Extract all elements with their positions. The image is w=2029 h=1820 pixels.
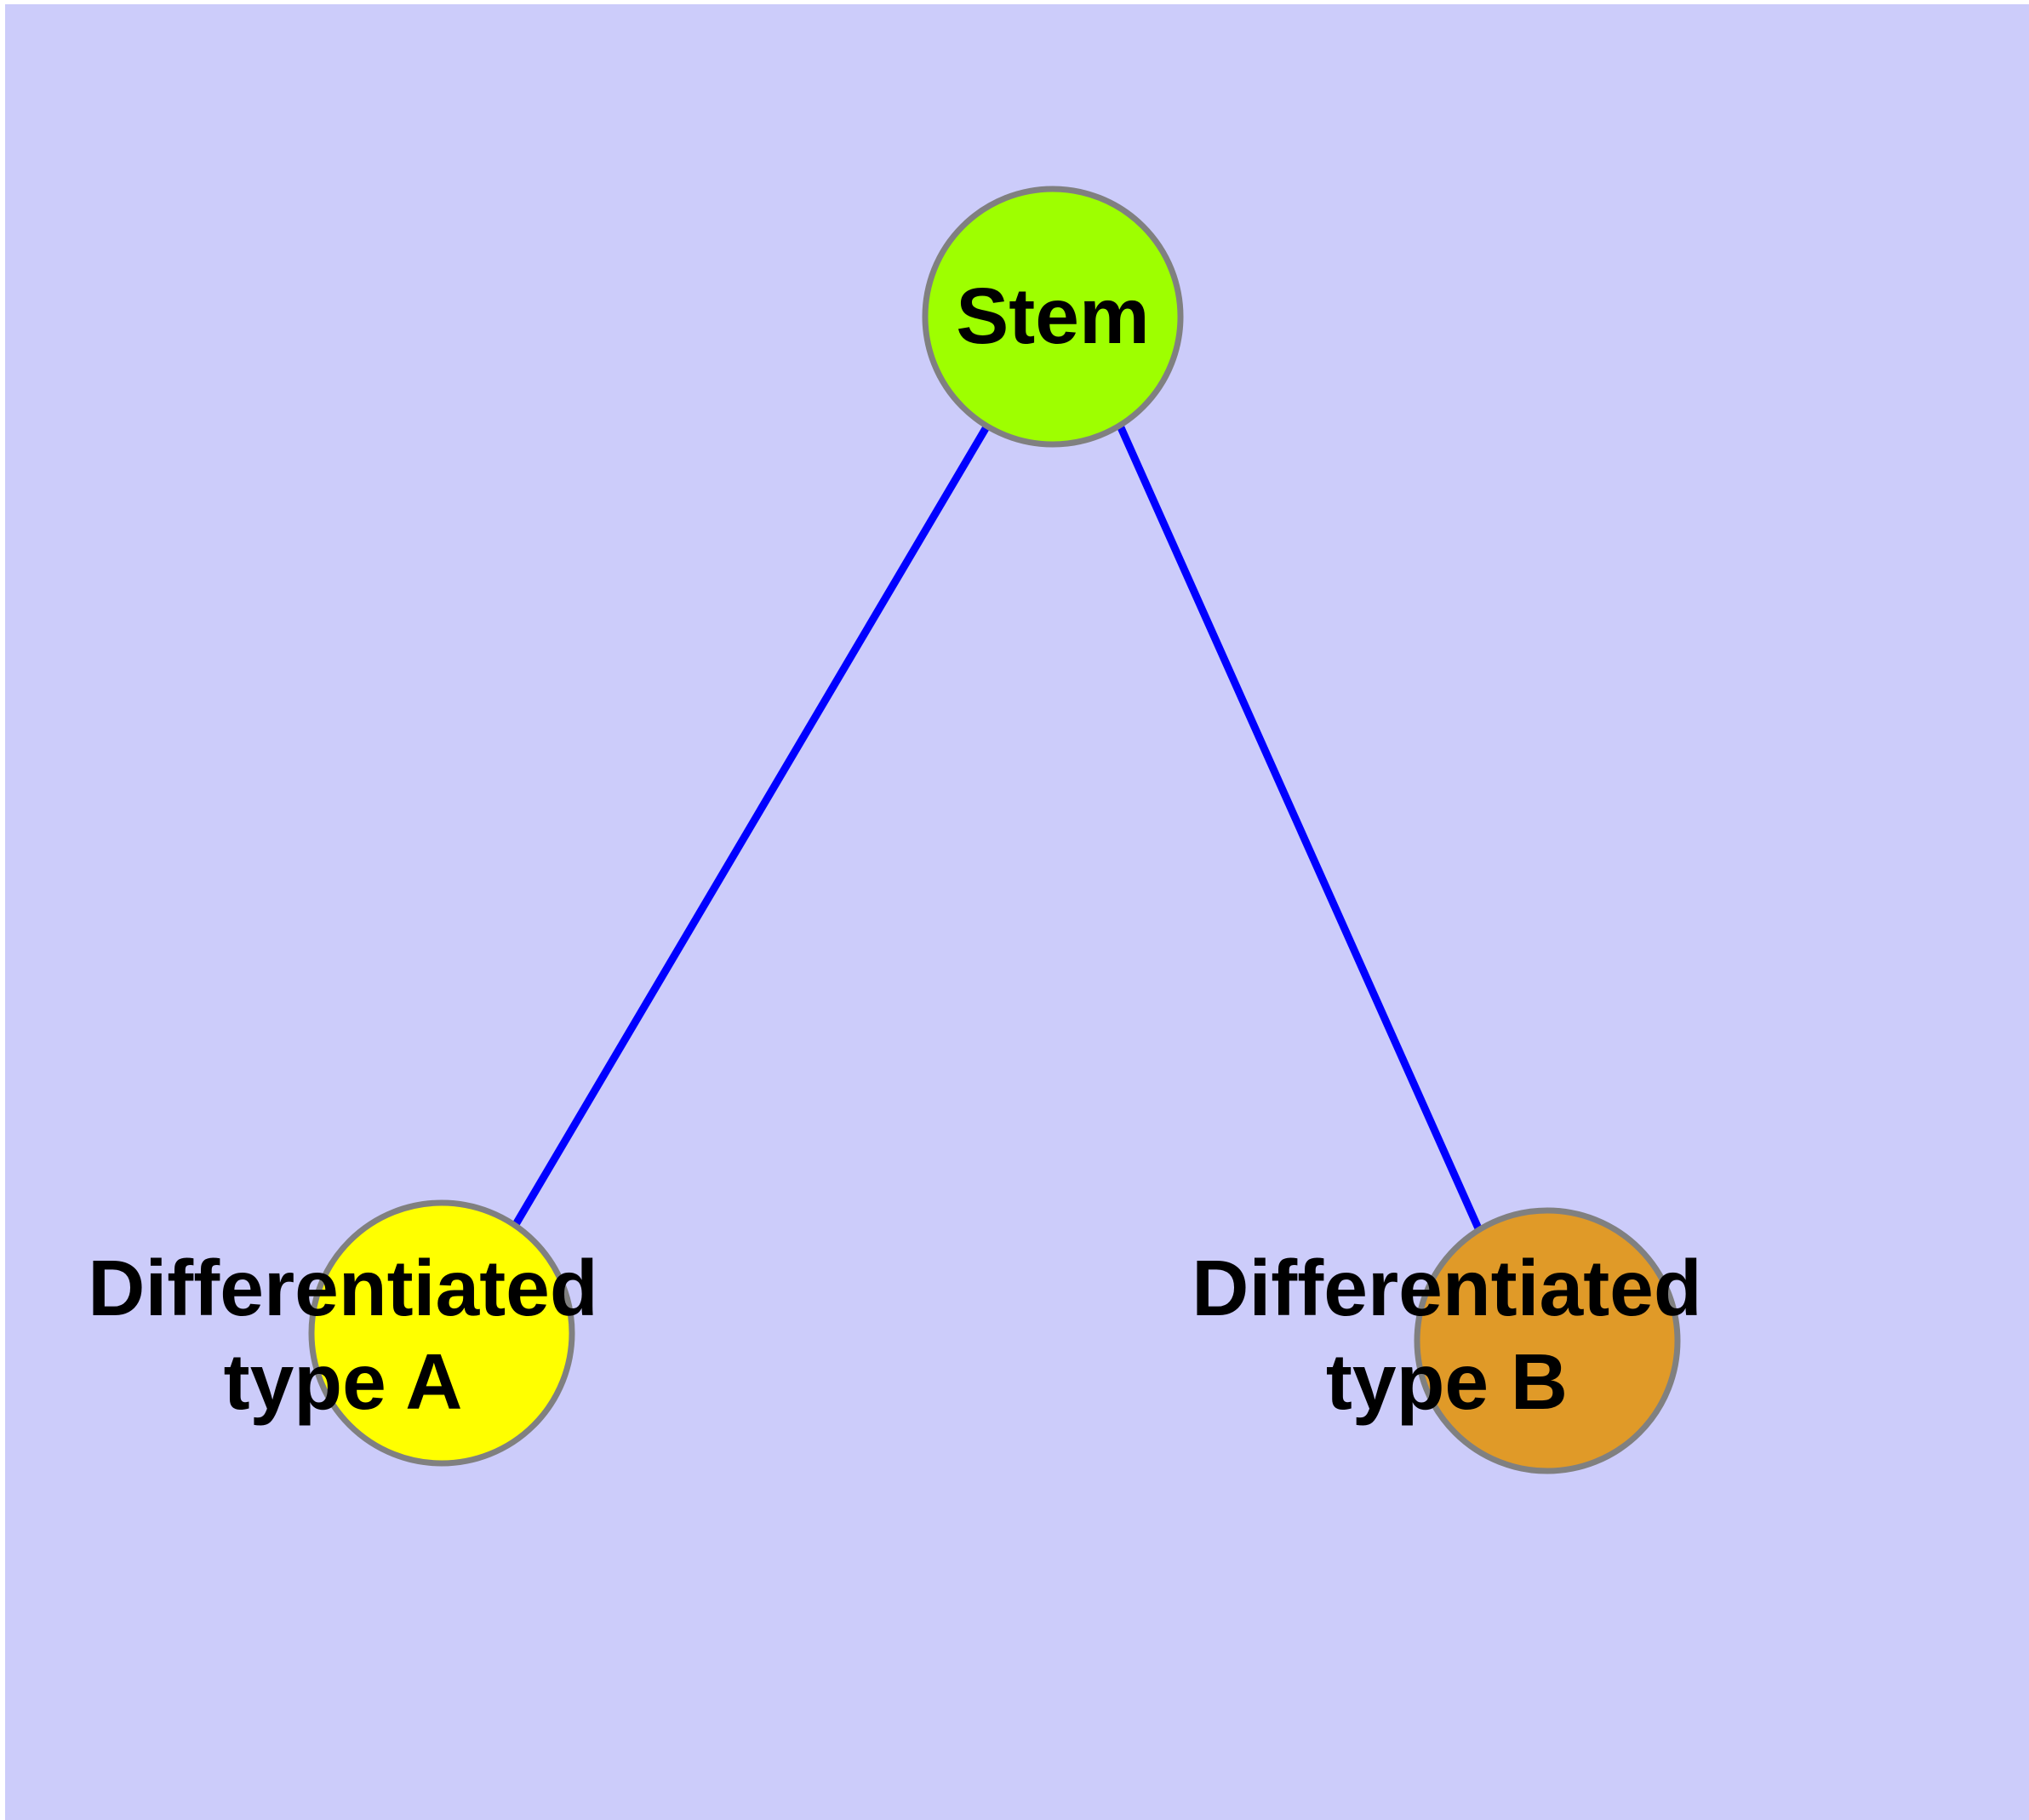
node-label-line: type B [1326,1337,1568,1426]
node-layer [308,186,1681,1474]
node-label-stem: Stem [956,272,1149,360]
node-differentiated-type-a[interactable] [308,1199,575,1467]
edge-stem-to-differentiated-type-b[interactable] [1116,424,1483,1230]
node-label-line: Differentiated [1192,1244,1701,1332]
edge-layer [512,423,1483,1230]
edge-stem-to-differentiated-type-a[interactable] [512,423,991,1228]
node-label-line: Stem [956,272,1149,360]
node-label-line: Differentiated [88,1244,597,1332]
node-differentiated-type-b[interactable] [1414,1207,1681,1474]
node-stem[interactable] [922,186,1184,448]
node-label-line: type A [224,1337,463,1426]
